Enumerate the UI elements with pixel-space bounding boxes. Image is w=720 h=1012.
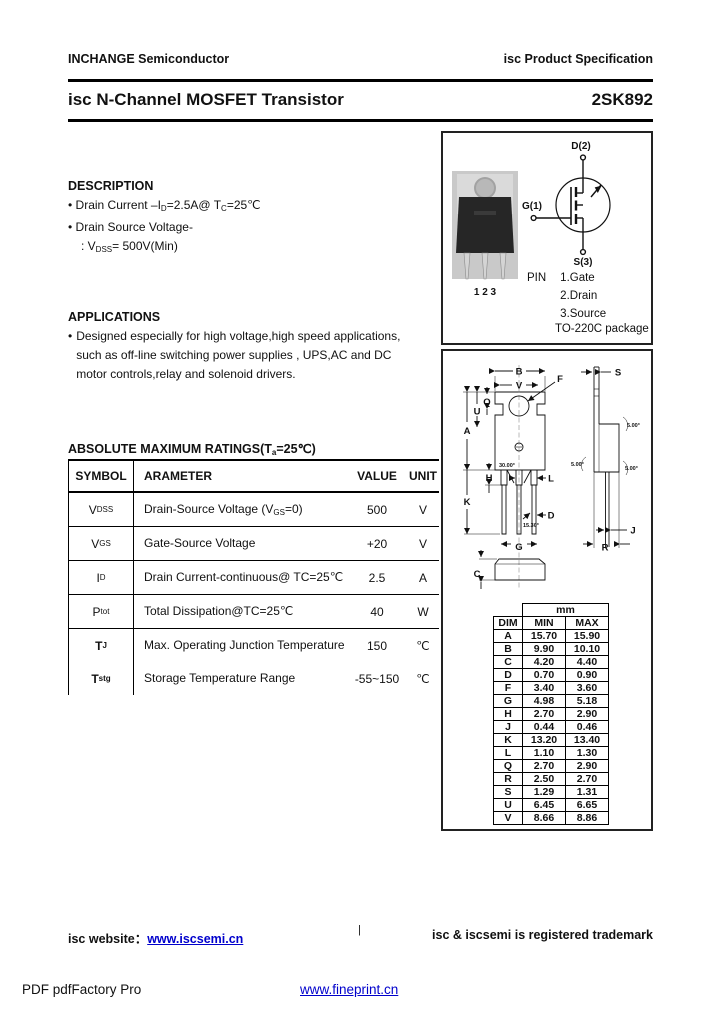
table-row: V 8.66 8.86 [493,811,609,825]
dimension-table-body: A 15.70 15.90 B 9.90 10.10 C 4.20 4.40 [493,629,609,825]
angle-30: 30.00° [499,463,515,469]
website-link[interactable]: www.iscsemi.cn [147,932,244,946]
col-symbol: SYMBOL [69,461,134,491]
dim-label-A: A [464,426,471,437]
table-row: F 3.40 3.60 [493,681,609,695]
footer-separator: | [358,924,361,936]
description-bullet-2: • Drain Source Voltage- [68,220,193,234]
description-heading: DESCRIPTION [68,179,154,193]
gate-label: G(1) [522,201,542,212]
table-row: C 4.20 4.40 [493,655,609,669]
pdffactory-watermark: PDF pdfFactory Pro [22,982,142,997]
unit-header: mm [522,603,609,617]
description-bullet-1: • Drain Current –ID=2.5A@ TC=25℃ [68,198,261,213]
table-row: L 1.10 1.30 [493,746,609,760]
dim-label-J: J [630,526,635,537]
angle-5c: 5.00° [625,466,638,472]
dim-label-F: F [557,374,563,385]
pin-legend-lines: 1.Gate 2.Drain 3.Source [560,272,607,320]
table-row: B 9.90 10.10 [493,642,609,656]
pin-numbers: 1 2 3 [474,287,497,298]
dimension-table: mm DIM MIN MAX A 15.70 15.90 [493,603,609,825]
spec-label: isc Product Specification [503,52,653,66]
empty-cell [494,604,523,617]
table-row: K 13.20 13.40 [493,733,609,747]
source-label: S(3) [574,257,593,268]
col-value: VALUE [357,469,397,483]
dimension-drawing: B V F Q U A H K L D G C S J R 30.00° 15.… [463,365,640,589]
ratings-heading: ABSOLUTE MAXIMUM RATINGS(Ta=25℃) [68,442,316,457]
col-dim: DIM [493,616,523,630]
company-name: INCHANGE Semiconductor [68,52,230,66]
ratings-table-header: SYMBOL ARAMETER VALUE UNIT [69,461,439,493]
package-box: 1 2 3 D(2) G(1 [441,131,653,345]
website-line: isc website：www.iscsemi.cn [68,928,243,947]
applications-section: APPLICATIONS • Designed especially for h… [68,310,400,384]
package-name: TO-220C package [555,323,649,335]
col-max: MAX [565,616,609,630]
dim-label-R: R [602,543,609,554]
table-row: Q 2.70 2.90 [493,759,609,773]
dim-label-K: K [464,497,471,508]
title-rule [68,119,653,122]
table-row: S 1.29 1.31 [493,785,609,799]
table-row: D 0.70 0.90 [493,668,609,682]
col-unit: UNIT [409,469,437,483]
header-rule [68,79,653,82]
dim-label-D: D [548,511,555,522]
pin-legend: PIN 1.Gate 2.Drain 3.Source [527,269,606,323]
dim-label-C: C [474,569,481,580]
angle-5a: 5.00° [627,423,640,429]
table-row: G 4.98 5.18 [493,694,609,708]
col-parameter: ARAMETER [144,469,212,483]
dim-label-B: B [516,367,523,378]
description-line-3: : VDSS= 500V(Min) [81,239,178,254]
dim-label-U: U [474,407,481,418]
dim-label-V: V [516,381,523,392]
part-number: 2SK892 [591,90,653,109]
dim-label-S: S [615,368,621,379]
description-section: DESCRIPTION • Drain Current –ID=2.5A@ TC… [68,179,261,259]
bullet-dot: • [68,198,76,212]
angle-15: 15.30° [523,523,539,529]
bullet-dot: • [68,329,73,343]
mosfet-symbol-diagram: D(2) G(1) S(3) [522,141,611,268]
pin-legend-label: PIN [527,272,547,284]
table-row: A 15.70 15.90 [493,629,609,643]
dim-label-L: L [548,474,554,485]
website-label: isc website： [68,932,148,946]
package-photo: 1 2 3 [452,171,518,298]
table-row: J 0.44 0.46 [493,720,609,734]
angle-5b: 5.00° [571,462,584,468]
trademark-text: isc & iscsemi is registered trademark [432,928,653,942]
drain-label: D(2) [571,141,590,152]
table-row: H 2.70 2.90 [493,707,609,721]
fineprint-link[interactable]: www.fineprint.cn [300,982,399,997]
col-min: MIN [522,616,566,630]
applications-heading: APPLICATIONS [68,310,161,324]
bullet-dot: • [68,220,76,234]
dim-label-H: H [486,473,493,484]
table-row: U 6.45 6.65 [493,798,609,812]
page-title: isc N-Channel MOSFET Transistor [68,90,344,109]
table-row: R 2.50 2.70 [493,772,609,786]
dimensions-box: B V F Q U A H K L D G C S J R 30.00° 15.… [441,349,653,831]
dim-label-Q: Q [483,397,490,408]
applications-bullet: • Designed especially for high voltage,h… [68,327,400,384]
dim-label-G: G [515,542,522,553]
